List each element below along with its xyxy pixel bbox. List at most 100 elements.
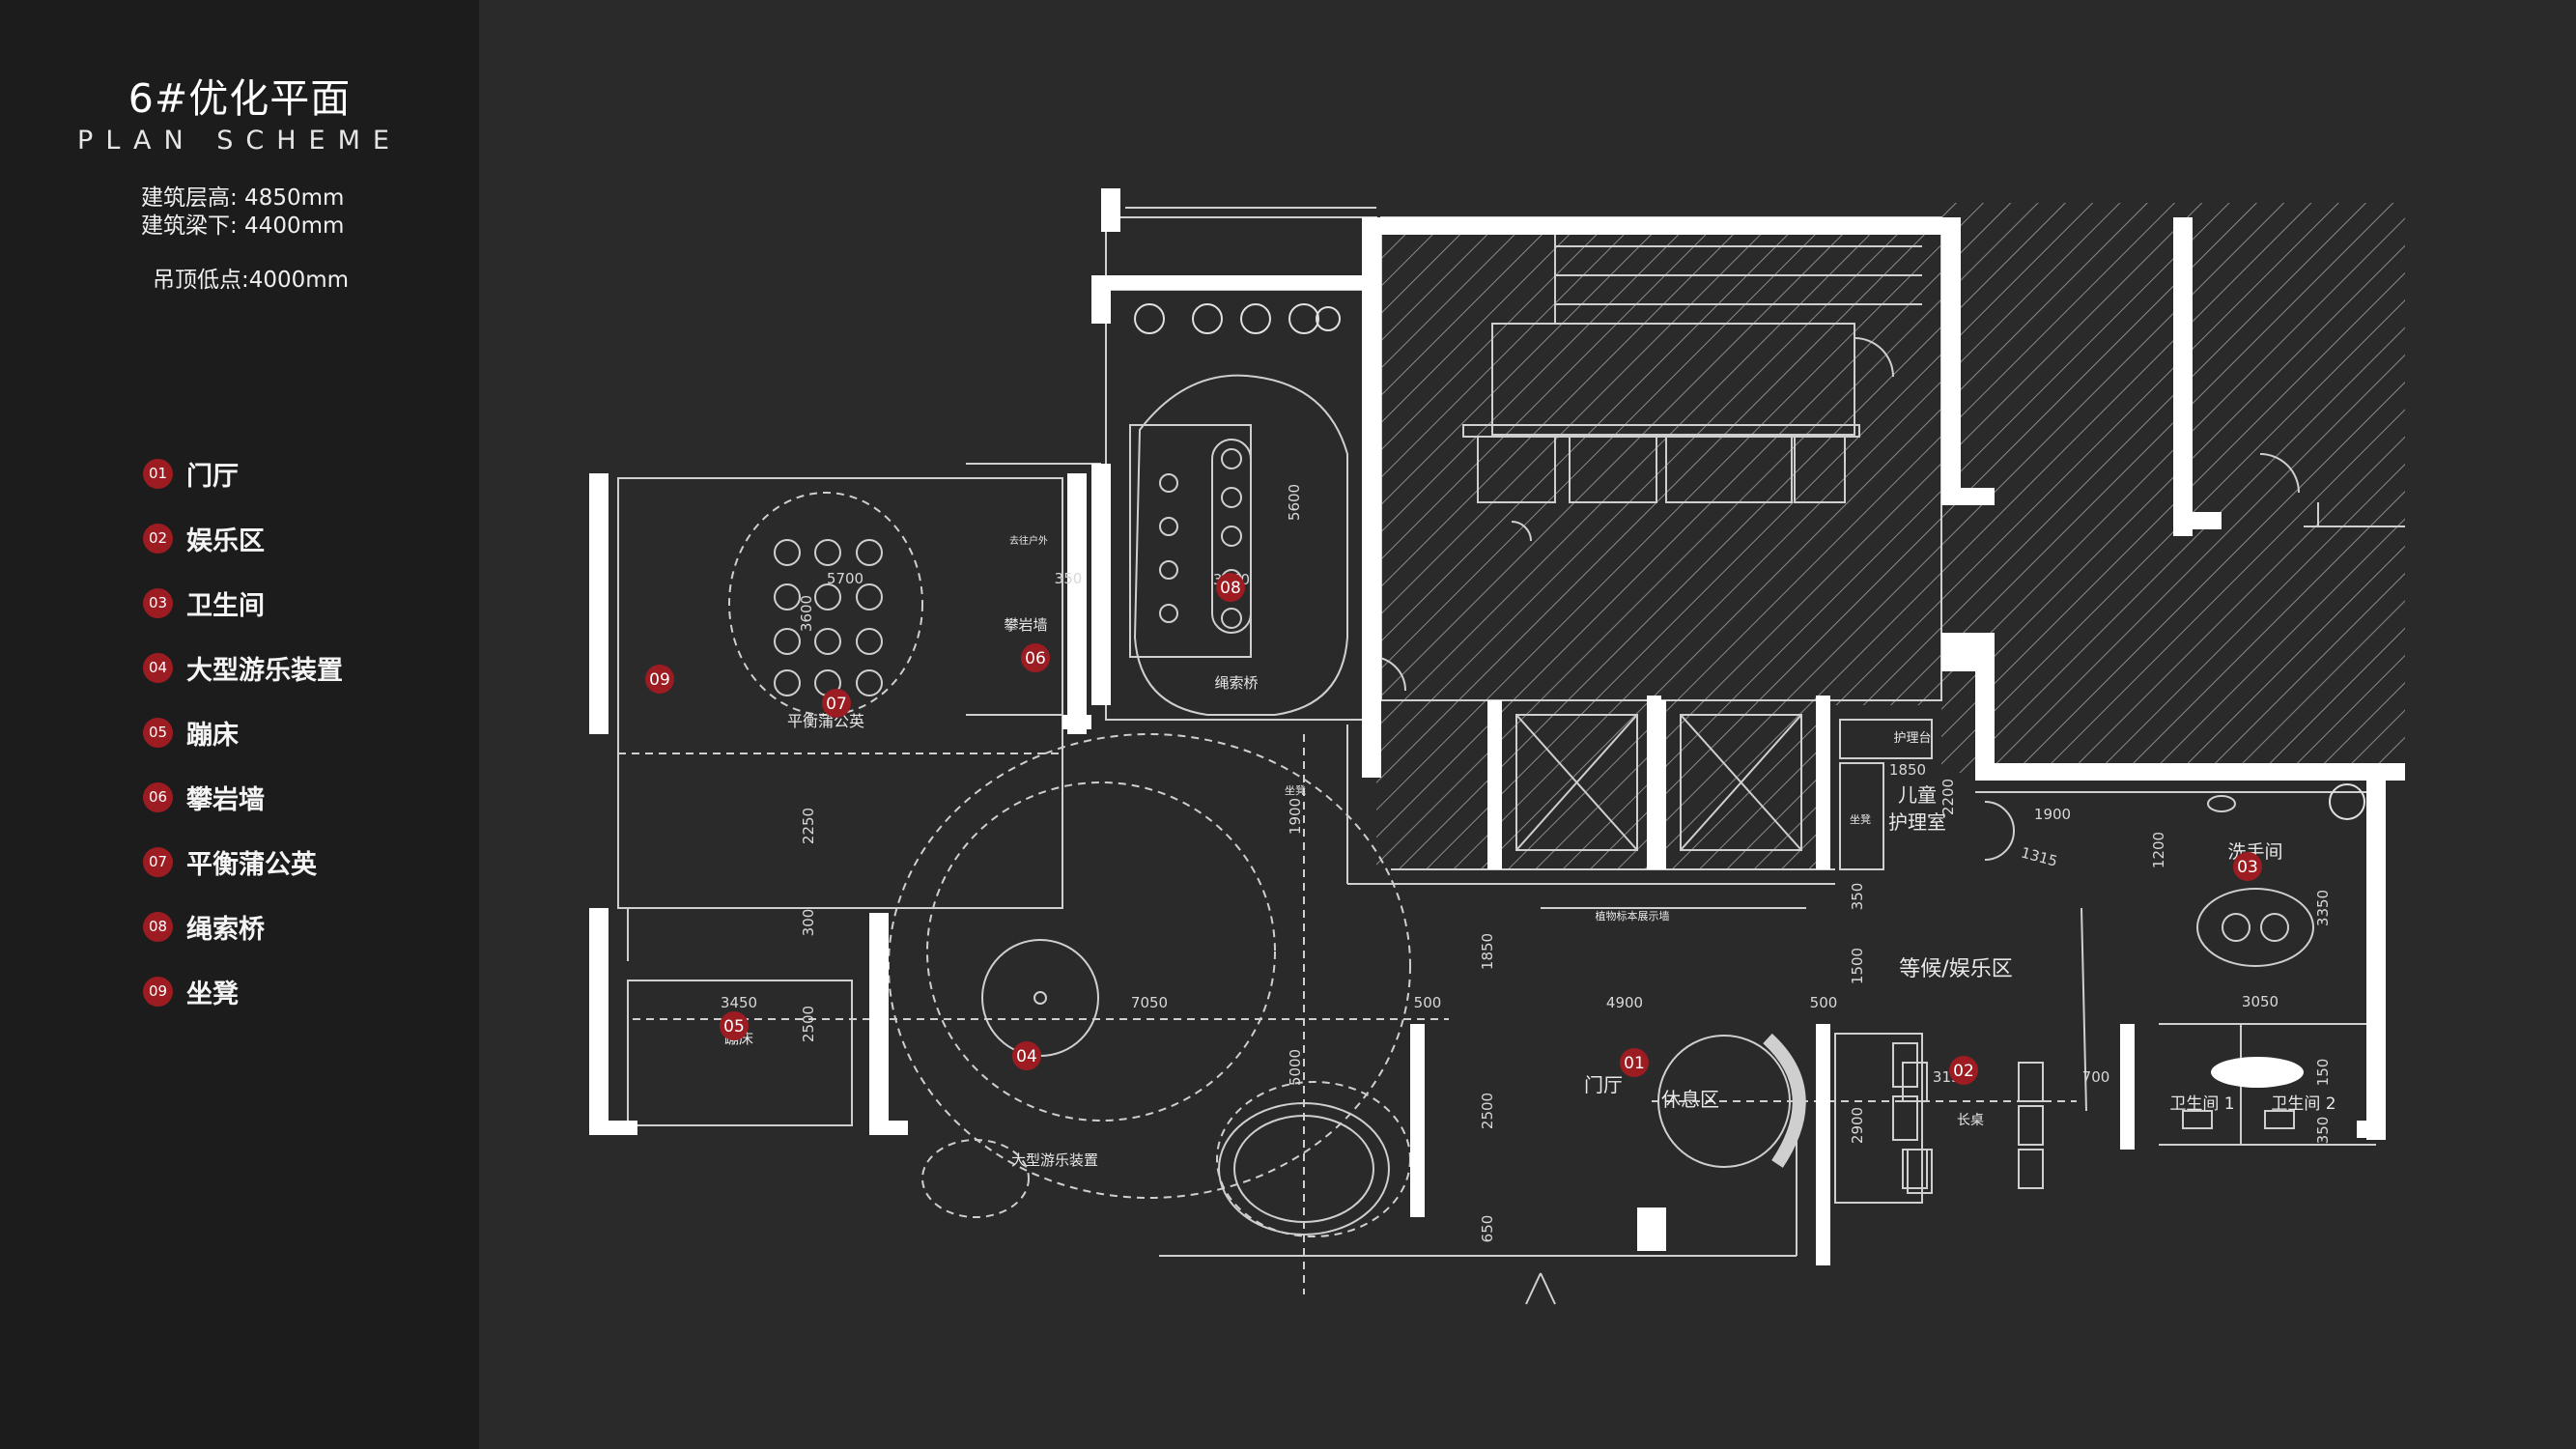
dim-2250: 2250 [800, 808, 817, 844]
dim-150: 150 [2314, 1059, 2332, 1087]
legend-item: 06 攀岩墙 [143, 778, 265, 816]
legend-label: 卫生间 [186, 590, 265, 621]
label-nursing-desk: 护理台 [1893, 731, 1931, 746]
spec-ceiling-low: 吊顶低点:4000mm [153, 268, 350, 293]
dim-350c: 350 [2314, 1117, 2332, 1145]
label-play-device: 大型游乐装置 [1011, 1151, 1098, 1169]
dim-2500a: 2500 [800, 1006, 817, 1042]
legend-item: 09 坐凳 [143, 972, 239, 1010]
legend-label: 门厅 [186, 461, 239, 492]
label-climbing-wall: 攀岩墙 [1004, 616, 1047, 634]
dim-500a: 500 [1414, 994, 1442, 1011]
label-wc-1: 卫生间 1 [2169, 1094, 2234, 1114]
label-wc-2: 卫生间 2 [2271, 1094, 2335, 1114]
legend-number-badge: 04 [143, 652, 173, 683]
dandelion-grid [774, 539, 883, 696]
label-long-table: 长桌 [1957, 1113, 1984, 1128]
label-plant-wall: 植物标本展示墙 [1596, 909, 1670, 923]
marker-08: 08 [1216, 573, 1245, 602]
marker-03: 03 [2233, 852, 2262, 881]
legend-label: 蹦床 [186, 720, 239, 751]
legend-item: 08 绳索桥 [143, 907, 265, 946]
marker-04: 04 [1012, 1041, 1041, 1070]
plan-curves [981, 337, 2300, 1305]
dim-300: 300 [800, 909, 817, 937]
dim-1200: 1200 [2150, 832, 2167, 868]
label-waiting-play-area: 等候/娱乐区 [1899, 957, 2012, 981]
legend-label: 娱乐区 [186, 526, 265, 556]
label-foyer: 门厅 [1584, 1073, 1623, 1096]
legend-number-badge: 06 [143, 781, 173, 812]
dim-5700: 5700 [827, 570, 863, 587]
legend-label: 大型游乐装置 [186, 655, 343, 686]
svg-text:02: 02 [1953, 1062, 1974, 1081]
legend-item: 05 蹦床 [143, 713, 239, 752]
plan-thin-lines [617, 207, 2405, 1257]
page-subtitle: PLAN SCHEME [77, 126, 402, 156]
legend-label: 绳索桥 [186, 914, 265, 945]
label-bench-a: 坐凳 [1285, 783, 1306, 797]
marker-01: 01 [1620, 1048, 1649, 1077]
dim-2200: 2200 [1939, 779, 1957, 815]
dim-5600: 5600 [1286, 484, 1303, 521]
dim-1900a: 1900 [1287, 798, 1304, 835]
svg-text:09: 09 [649, 670, 670, 690]
legend-number-badge: 07 [143, 846, 173, 877]
hatched-core-area [1376, 203, 2405, 869]
label-rope-bridge: 绳索桥 [1214, 674, 1258, 692]
svg-text:05: 05 [723, 1017, 745, 1037]
legend-number-badge: 02 [143, 523, 173, 554]
dim-1900b: 1900 [2034, 806, 2071, 823]
dim-350b: 350 [1849, 883, 1866, 911]
legend-label: 攀岩墙 [186, 784, 265, 815]
sidebar-panel: 6#优化平面 PLAN SCHEME 建筑层高: 4850mm 建筑梁下: 44… [0, 0, 479, 1449]
svg-text:01: 01 [1624, 1054, 1645, 1073]
page-title: 6#优化平面 [127, 75, 352, 122]
svg-text:08: 08 [1220, 579, 1241, 598]
dim-3600: 3600 [798, 595, 815, 632]
dim-1315: 1315 [2020, 844, 2060, 870]
dim-2900: 2900 [1849, 1107, 1866, 1144]
label-dandelion: 平衡蒲公英 [787, 712, 864, 730]
legend-number-badge: 01 [143, 458, 173, 489]
marker-07: 07 [822, 689, 851, 718]
marker-09: 09 [645, 665, 674, 694]
legend-label: 平衡蒲公英 [186, 849, 317, 880]
room-labels: 门厅 休息区 等候/娱乐区 洗手间 儿童 护理室 护理台 卫生间 1 卫生间 2… [724, 534, 2336, 1169]
legend-number-badge: 03 [143, 587, 173, 618]
plan-walls [589, 188, 2405, 1265]
legend-number-badge: 09 [143, 976, 173, 1007]
marker-06: 06 [1021, 643, 1050, 672]
legend-number-badge: 05 [143, 717, 173, 748]
legend-item: 02 娱乐区 [143, 519, 265, 557]
label-child-care-2: 护理室 [1888, 810, 1946, 834]
legend-item: 07 平衡蒲公英 [143, 842, 317, 881]
label-child-care-1: 儿童 [1898, 783, 1937, 807]
spec-floor-height: 建筑层高: 4850mm [141, 185, 345, 211]
legend-item: 03 卫生间 [143, 583, 265, 622]
dim-1850: 1850 [1479, 933, 1496, 970]
marker-05: 05 [720, 1011, 749, 1040]
washroom-fixtures [2182, 795, 2314, 1129]
plant-planters [1134, 303, 2365, 820]
svg-text:06: 06 [1025, 649, 1046, 668]
label-outdoor: 去往户外 [1009, 534, 1048, 547]
dim-2500b: 2500 [1479, 1093, 1496, 1129]
label-rest-area: 休息区 [1661, 1088, 1719, 1111]
dim-700: 700 [2082, 1068, 2110, 1086]
dim-7050: 7050 [1131, 994, 1168, 1011]
washbasin [2211, 1057, 2304, 1088]
svg-text:03: 03 [2237, 858, 2258, 877]
dim-500b: 500 [1810, 994, 1838, 1011]
dim-650: 650 [1479, 1215, 1496, 1243]
dim-4900: 4900 [1606, 994, 1643, 1011]
legend-item: 04 大型游乐装置 [143, 648, 343, 687]
legend-item: 01 门厅 [143, 454, 239, 493]
dim-350a: 350 [1055, 570, 1083, 587]
legend-number-badge: 08 [143, 911, 173, 942]
dim-1500: 1500 [1849, 948, 1866, 984]
svg-text:07: 07 [826, 695, 847, 714]
svg-text:04: 04 [1016, 1047, 1037, 1066]
spec-beam-height: 建筑梁下: 4400mm [141, 213, 345, 239]
